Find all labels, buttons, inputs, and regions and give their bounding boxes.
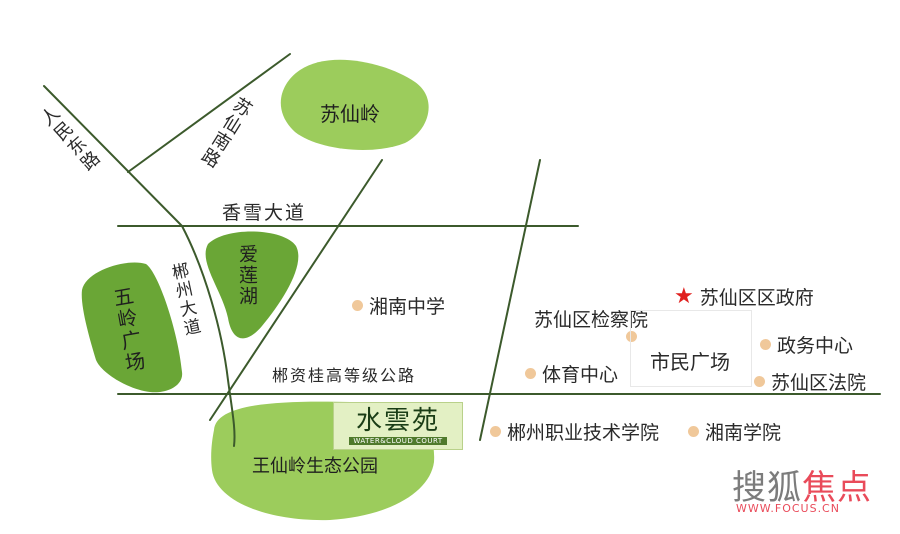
poi-district-gov: ★ 苏仙区区政府: [674, 283, 814, 310]
project-name: 水雲苑: [355, 405, 440, 436]
poi-civic-plaza: 市民广场: [650, 346, 730, 375]
poi-xiangnan-middle-school: 湘南中学: [352, 292, 445, 319]
poi-court: 苏仙区法院: [754, 368, 866, 395]
road-suxian-south: [127, 53, 291, 173]
watermark-brand: 搜狐焦点: [732, 460, 872, 509]
poi-label: 湘南中学: [369, 296, 446, 318]
road-chenzhou: [181, 225, 236, 447]
watermark-brand-b: 焦点: [802, 468, 872, 508]
road-renmin-east: [43, 85, 183, 227]
poi-dot-icon: [760, 339, 771, 350]
poi-label: 苏仙区检察院: [534, 309, 649, 331]
road-diagonal-east: [479, 159, 541, 441]
road-label-xiangxue: 香雪大道: [222, 202, 307, 224]
road-label-chenzi-highway: 郴资桂高等级公路: [272, 366, 417, 385]
poi-dot-icon: [525, 368, 536, 379]
poi-label: 苏仙区区政府: [699, 287, 814, 309]
suxianling-park: [280, 59, 429, 150]
park-label-ailian-lake: 爱莲湖: [236, 244, 258, 307]
poi-procuratorate: 苏仙区检察院: [534, 305, 648, 332]
poi-label: 苏仙区法院: [771, 372, 867, 394]
poi-label: 郴州职业技术学院: [507, 422, 660, 444]
watermark-brand-a: 搜狐: [732, 468, 802, 508]
poi-dot-icon: [688, 426, 699, 437]
park-label-wangxianling: 王仙岭生态公园: [252, 456, 378, 477]
project-name-en: WATER&CLOUD COURT: [349, 436, 447, 445]
poi-label: 体育中心: [542, 364, 619, 386]
poi-dot-icon: [352, 300, 363, 311]
road-diagonal-west: [209, 159, 383, 421]
watermark-url: WWW.FOCUS.CN: [736, 502, 840, 515]
poi-xiangnan-university: 湘南学院: [688, 418, 781, 445]
poi-label: 湘南学院: [705, 422, 782, 444]
poi-label: 市民广场: [650, 350, 730, 374]
poi-dot-icon: [490, 426, 501, 437]
watermark-logo: 搜狐焦点 WWW.FOCUS.CN: [718, 458, 888, 520]
poi-dot-icon: [754, 376, 765, 387]
poi-sports-center: 体育中心: [525, 360, 618, 387]
star-icon: ★: [674, 283, 694, 309]
civic-plaza-box: [630, 310, 752, 387]
wuling-plaza-park: [81, 262, 183, 393]
project-badge[interactable]: 水雲苑 WATER&CLOUD COURT: [333, 402, 463, 450]
ailian-lake-park: [205, 231, 299, 339]
poi-dot-icon: [626, 331, 637, 342]
park-label-suxianling: 苏仙岭: [320, 102, 380, 126]
poi-label: 政务中心: [777, 335, 854, 357]
poi-gov-affairs-center: 政务中心: [760, 331, 853, 358]
poi-vocational-college: 郴州职业技术学院: [490, 418, 659, 445]
